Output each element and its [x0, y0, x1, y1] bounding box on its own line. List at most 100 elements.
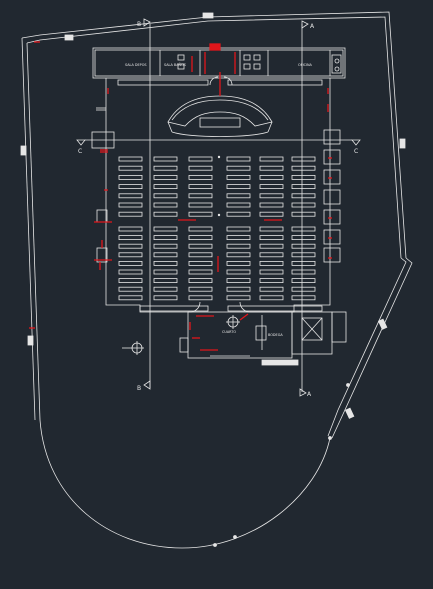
pew: [226, 252, 251, 258]
section-marker-c-left: C: [76, 139, 86, 155]
section-marker-c-right: C: [351, 139, 361, 155]
pew: [291, 260, 316, 266]
pew: [153, 193, 178, 199]
pew: [153, 252, 178, 258]
pew: [226, 260, 251, 266]
pew: [188, 226, 213, 232]
pew: [226, 193, 251, 199]
section-b-label: B: [137, 385, 141, 392]
pew: [291, 235, 316, 241]
pew: [153, 260, 178, 266]
pew: [259, 165, 284, 171]
room-label-mid: SALA BAÑOS: [164, 62, 186, 67]
pew: [153, 226, 178, 232]
pew: [188, 243, 213, 249]
pew: [153, 165, 178, 171]
pew: [118, 269, 143, 275]
pew: [118, 295, 143, 301]
pew: [188, 269, 213, 275]
left-side-details: [91, 107, 115, 263]
pew: [153, 286, 178, 292]
red-annotations: [29, 41, 332, 351]
pew: [188, 278, 213, 284]
section-marker-a-bottom: A: [299, 388, 312, 398]
section-marker-icon: [301, 20, 309, 29]
pew: [118, 184, 143, 190]
site-boundary: [20, 11, 413, 549]
pew: [259, 295, 284, 301]
pew: [188, 260, 213, 266]
pew: [291, 269, 316, 275]
pew: [291, 243, 316, 249]
pew: [226, 269, 251, 275]
pew: [226, 286, 251, 292]
section-marker-icon: [299, 388, 307, 397]
pew: [259, 252, 284, 258]
section-marker-b-top: B: [137, 18, 151, 28]
pew: [118, 278, 143, 284]
section-marker-icon: [143, 18, 151, 27]
pew: [259, 211, 284, 217]
section-c-label: C: [354, 148, 358, 155]
restroom-fixtures: [177, 54, 342, 74]
pew: [118, 174, 143, 180]
pew: [118, 235, 143, 241]
pew: [291, 252, 316, 258]
pew: [259, 235, 284, 241]
pew: [118, 252, 143, 258]
pew: [188, 202, 213, 208]
pew: [291, 165, 316, 171]
pew: [291, 193, 316, 199]
pew: [188, 156, 213, 162]
pew: [153, 211, 178, 217]
pew: [259, 269, 284, 275]
pew: [226, 226, 251, 232]
pew: [188, 165, 213, 171]
pew: [153, 184, 178, 190]
pew: [226, 165, 251, 171]
section-a-label: A: [310, 23, 315, 30]
section-marker-icon: [76, 139, 86, 146]
pew: [188, 235, 213, 241]
pew: [259, 243, 284, 249]
pew: [188, 295, 213, 301]
pew: [226, 235, 251, 241]
pew: [291, 184, 316, 190]
section-marker-b-bottom: B: [137, 380, 151, 392]
pew: [153, 202, 178, 208]
pew: [291, 226, 316, 232]
column-symbol-icon: [122, 315, 240, 355]
pew: [188, 193, 213, 199]
pew: [291, 286, 316, 292]
pew: [259, 226, 284, 232]
door-swing-icon: [189, 76, 251, 313]
pew: [226, 295, 251, 301]
pew: [291, 278, 316, 284]
pew: [118, 193, 143, 199]
room-label-left: SALA DEPOS: [125, 63, 147, 67]
pew: [153, 295, 178, 301]
pew: [291, 202, 316, 208]
pew: [188, 252, 213, 258]
pew: [226, 243, 251, 249]
pew: [259, 184, 284, 190]
pew: [188, 211, 213, 217]
pew: [153, 174, 178, 180]
pew: [259, 193, 284, 199]
section-marker-icon: [143, 380, 151, 390]
building-walls: [92, 47, 346, 313]
pew: [226, 211, 251, 217]
section-marker-icon: [351, 139, 361, 146]
pew: [118, 165, 143, 171]
room-label-right: OFICINA: [298, 63, 313, 67]
pew: [188, 286, 213, 292]
pew: [153, 278, 178, 284]
pew: [259, 202, 284, 208]
section-lines: [85, 24, 352, 392]
pew: [153, 269, 178, 275]
pew: [259, 174, 284, 180]
pew: [118, 202, 143, 208]
pew: [118, 286, 143, 292]
pew: [226, 278, 251, 284]
